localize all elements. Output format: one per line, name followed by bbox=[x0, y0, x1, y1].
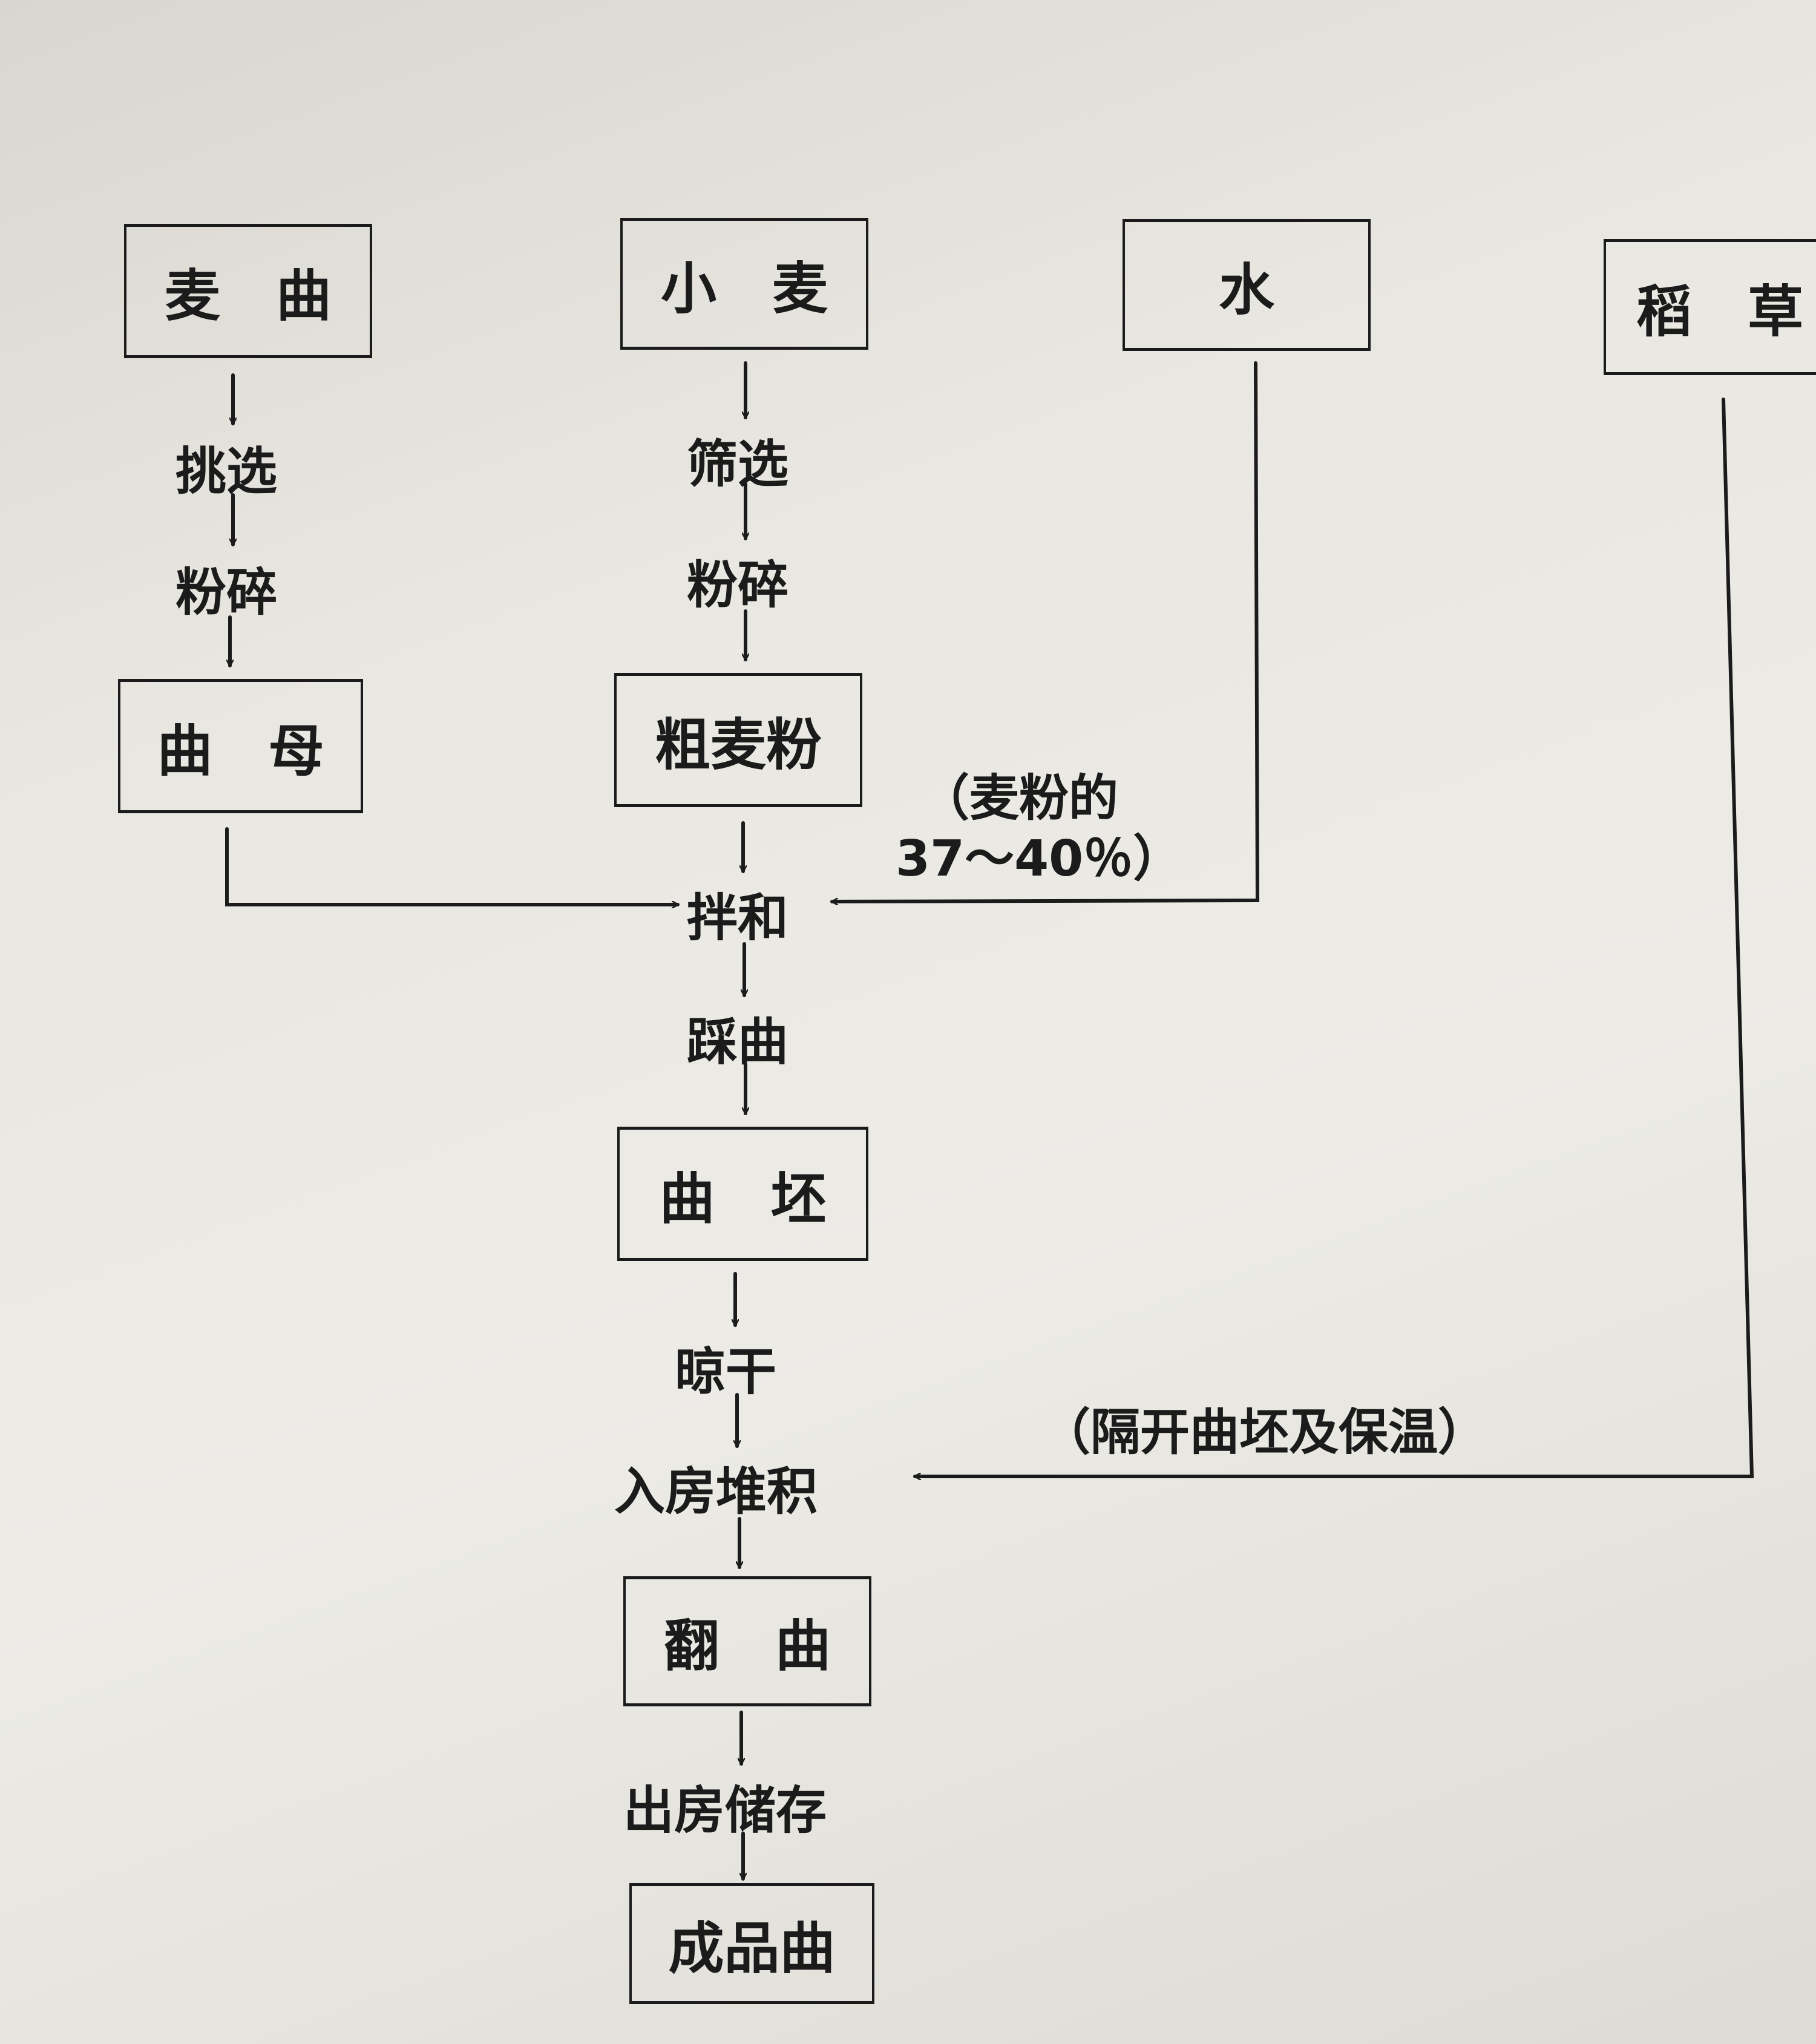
step-banhe: 拌和 bbox=[687, 888, 789, 948]
note-water-ratio: （麦粉的 37～40％） bbox=[896, 768, 1182, 889]
step-rufang: 入房堆积 bbox=[614, 1462, 818, 1521]
box-maiqu-label: 麦 曲 bbox=[164, 263, 332, 329]
step-lianggan: 晾干 bbox=[675, 1342, 777, 1401]
note-water-line2: 37～40％） bbox=[896, 830, 1183, 888]
box-cumaifen: 粗麦粉 bbox=[614, 673, 862, 807]
note-water-line1: （麦粉的 bbox=[920, 770, 1119, 827]
arrow-qumu-banhe bbox=[225, 827, 680, 905]
box-fanqu: 翻 曲 bbox=[623, 1576, 871, 1706]
note-straw-purpose: （隔开曲坯及保温） bbox=[1041, 1404, 1488, 1461]
box-chengpinqu: 成品曲 bbox=[629, 1883, 874, 2004]
box-qumu: 曲 母 bbox=[118, 679, 363, 813]
step-tiaoxuan: 挑选 bbox=[175, 442, 278, 501]
box-cumaifen-label: 粗麦粉 bbox=[654, 712, 822, 778]
box-chengpinqu-label: 成品曲 bbox=[668, 1916, 836, 1981]
box-xiaomai-label: 小 麦 bbox=[660, 256, 828, 321]
step-chufang: 出房储存 bbox=[623, 1781, 827, 1840]
step-caiqu: 踩曲 bbox=[687, 1012, 789, 1072]
box-shui-label: 水 bbox=[1218, 257, 1274, 323]
box-daocao-label: 稻 草 bbox=[1636, 280, 1804, 344]
box-qupi: 曲 坯 bbox=[617, 1127, 868, 1261]
box-qupi-label: 曲 坯 bbox=[659, 1166, 827, 1231]
box-shui: 水 bbox=[1123, 219, 1371, 351]
arrow-shui-banhe bbox=[830, 361, 1260, 902]
box-qumu-label: 曲 母 bbox=[157, 718, 324, 784]
step-shaixuan: 筛选 bbox=[687, 434, 789, 494]
box-fanqu-label: 翻 曲 bbox=[663, 1614, 831, 1679]
box-maiqu: 麦 曲 bbox=[124, 224, 372, 358]
box-daocao: 稻 草 bbox=[1604, 239, 1816, 375]
step-fensui-center: 粉碎 bbox=[687, 555, 789, 615]
arrow-daocao-rufang bbox=[913, 398, 1754, 1476]
step-fensui-left: 粉碎 bbox=[175, 563, 278, 622]
box-xiaomai: 小 麦 bbox=[620, 218, 868, 350]
